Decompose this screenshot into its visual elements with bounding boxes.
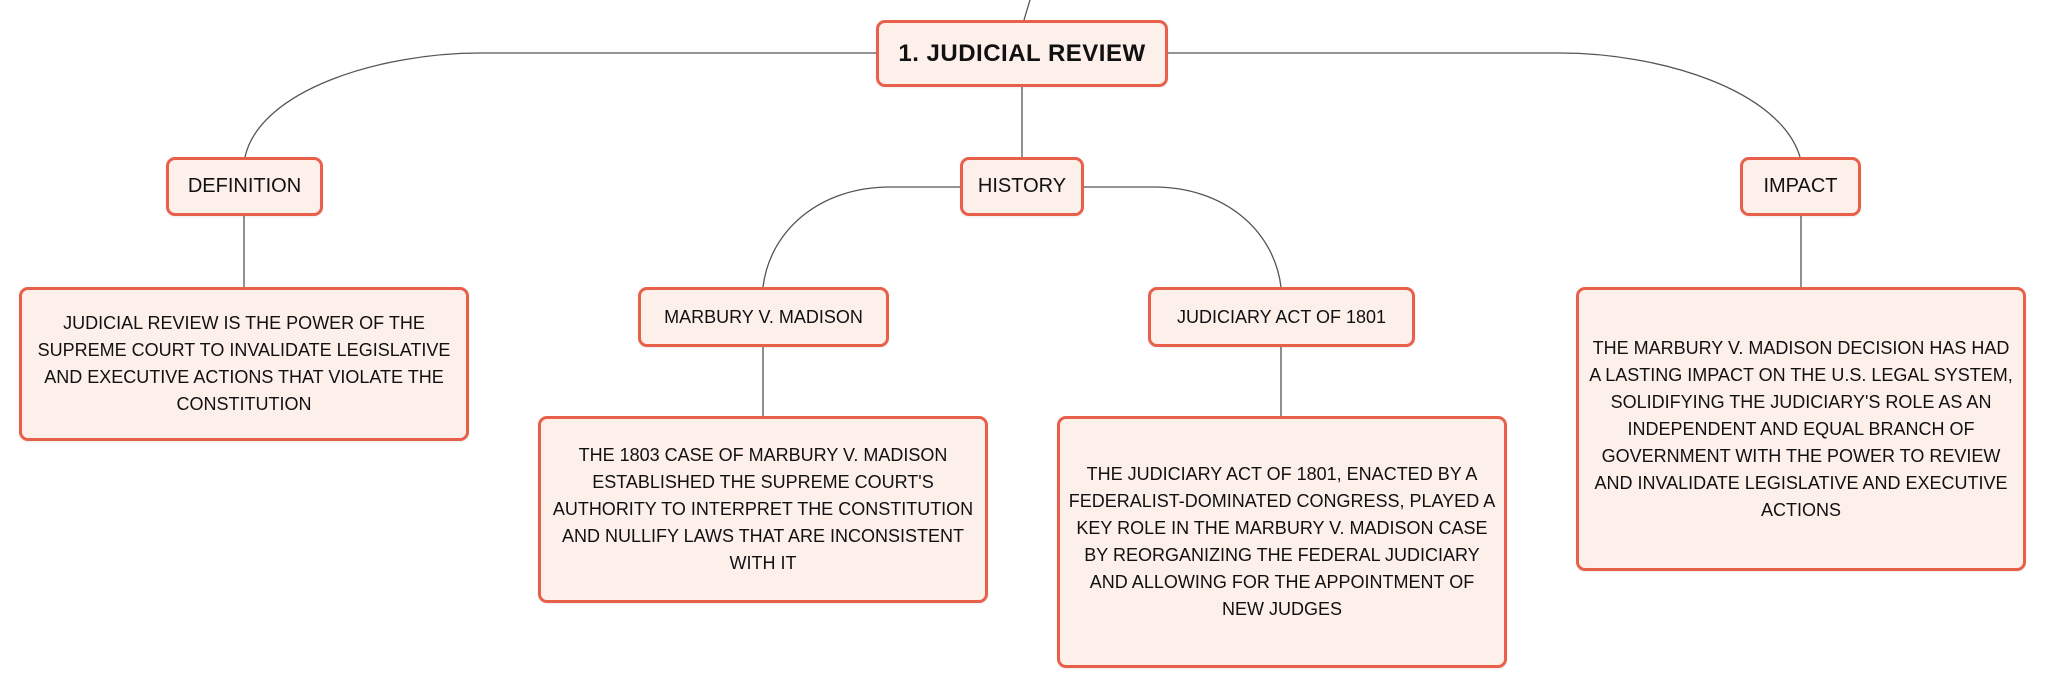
connector-history-judiciary-act xyxy=(1084,186,1282,288)
branch-node-label: DEFINITION xyxy=(187,175,302,197)
leaf-node-judiciary-act-text[interactable]: THE JUDICIARY ACT OF 1801, ENACTED BY A … xyxy=(1057,416,1507,668)
connector-root-impact xyxy=(1168,52,1801,158)
subbranch-node-label: JUDICIARY ACT OF 1801 xyxy=(1176,306,1387,327)
branch-node-label: HISTORY xyxy=(977,175,1067,197)
leaf-node-text: THE JUDICIARY ACT OF 1801, ENACTED BY A … xyxy=(1068,464,1496,619)
subbranch-node-marbury-v-madison[interactable]: MARBURY V. MADISON xyxy=(638,287,889,347)
connector-root-definition xyxy=(244,52,876,158)
leaf-node-text: JUDICIAL REVIEW IS THE POWER OF THE SUPR… xyxy=(37,313,451,414)
root-node-judicial-review[interactable]: 1. JUDICIAL REVIEW xyxy=(876,20,1168,87)
leaf-node-impact-text[interactable]: THE MARBURY V. MADISON DECISION HAS HAD … xyxy=(1576,287,2026,571)
leaf-node-marbury-text[interactable]: THE 1803 CASE OF MARBURY V. MADISON ESTA… xyxy=(538,416,988,603)
subbranch-node-label: MARBURY V. MADISON xyxy=(664,306,863,327)
subbranch-node-judiciary-act-of-1801[interactable]: JUDICIARY ACT OF 1801 xyxy=(1148,287,1415,347)
branch-node-history[interactable]: HISTORY xyxy=(960,157,1084,216)
leaf-node-text: THE MARBURY V. MADISON DECISION HAS HAD … xyxy=(1589,337,2013,520)
root-node-label: 1. JUDICIAL REVIEW xyxy=(898,39,1146,67)
branch-node-impact[interactable]: IMPACT xyxy=(1740,157,1861,216)
leaf-node-definition-text[interactable]: JUDICIAL REVIEW IS THE POWER OF THE SUPR… xyxy=(19,287,469,441)
connector-history-marbury xyxy=(762,186,960,288)
connector-parent-root xyxy=(1023,0,1031,21)
branch-node-label: IMPACT xyxy=(1763,175,1838,197)
leaf-node-text: THE 1803 CASE OF MARBURY V. MADISON ESTA… xyxy=(552,445,974,573)
branch-node-definition[interactable]: DEFINITION xyxy=(166,157,323,216)
